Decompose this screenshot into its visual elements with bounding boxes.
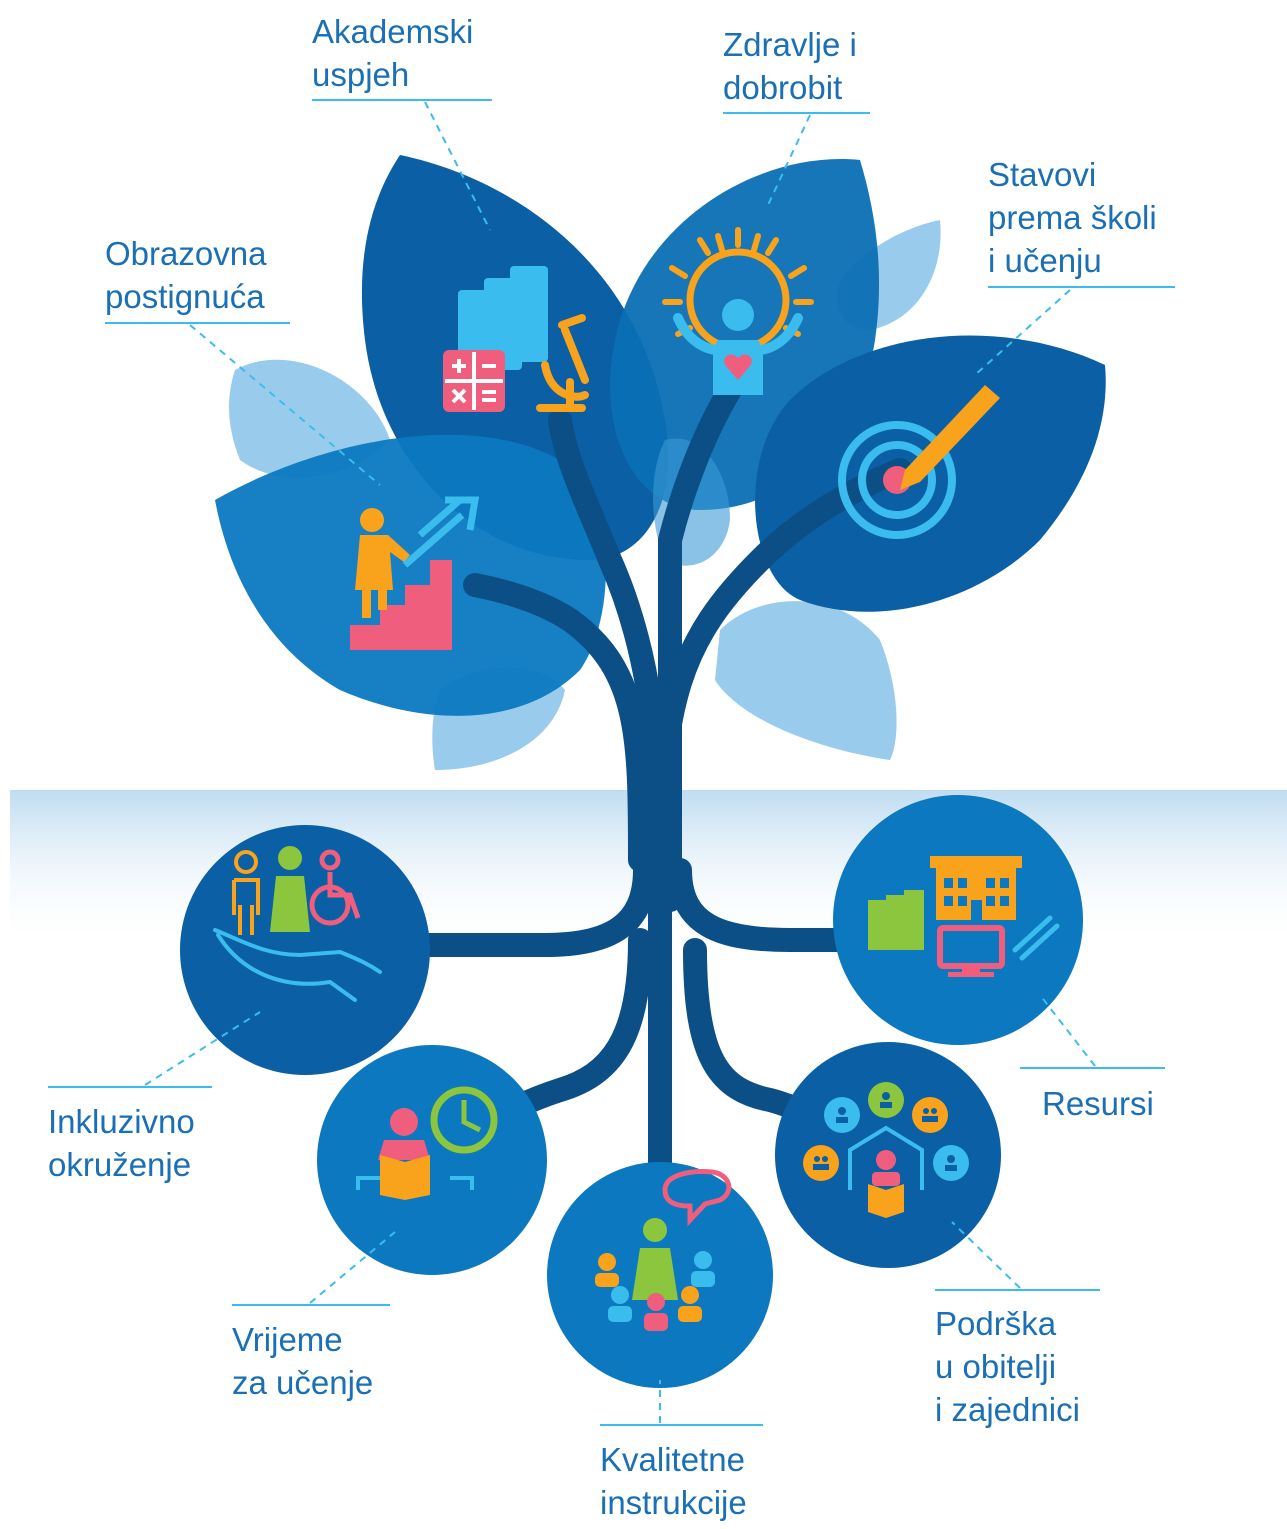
school-resources-icon (868, 856, 1060, 977)
family-community-icon (803, 1082, 969, 1218)
sun-person-heart-icon (662, 227, 814, 395)
label-akademski-uspjeh: Akademski uspjeh (312, 13, 474, 93)
teacher-students-icon (595, 1169, 732, 1331)
clock-reader-icon (356, 1086, 498, 1200)
leaves (215, 155, 1106, 716)
label-obrazovna-postignuca: Obrazovna postignuća (105, 235, 267, 315)
label-inkluzivno-okruzenje: Inkluzivno okruženje (48, 1103, 195, 1183)
label-kvalitetne-instrukcije: Kvalitetne instrukcije (600, 1441, 747, 1521)
label-resursi: Resursi (1042, 1085, 1154, 1122)
label-vrijeme-za-ucenje: Vrijeme za učenje (232, 1321, 374, 1401)
label-podrska: Podrška u obitelji i zajednici (935, 1305, 1080, 1428)
stairs-climb-icon (350, 496, 480, 650)
target-pencil-icon (838, 385, 1000, 539)
label-zdravlje-i-dobrobit: Zdravlje i dobrobit (723, 26, 857, 106)
leaf-left (215, 434, 606, 716)
label-stavovi: Stavovi prema školi i učenju (988, 156, 1157, 279)
label-connectors (48, 99, 1175, 1426)
inclusive-hand-people-icon (213, 846, 382, 1002)
books-math-microscope-icon (443, 266, 589, 412)
